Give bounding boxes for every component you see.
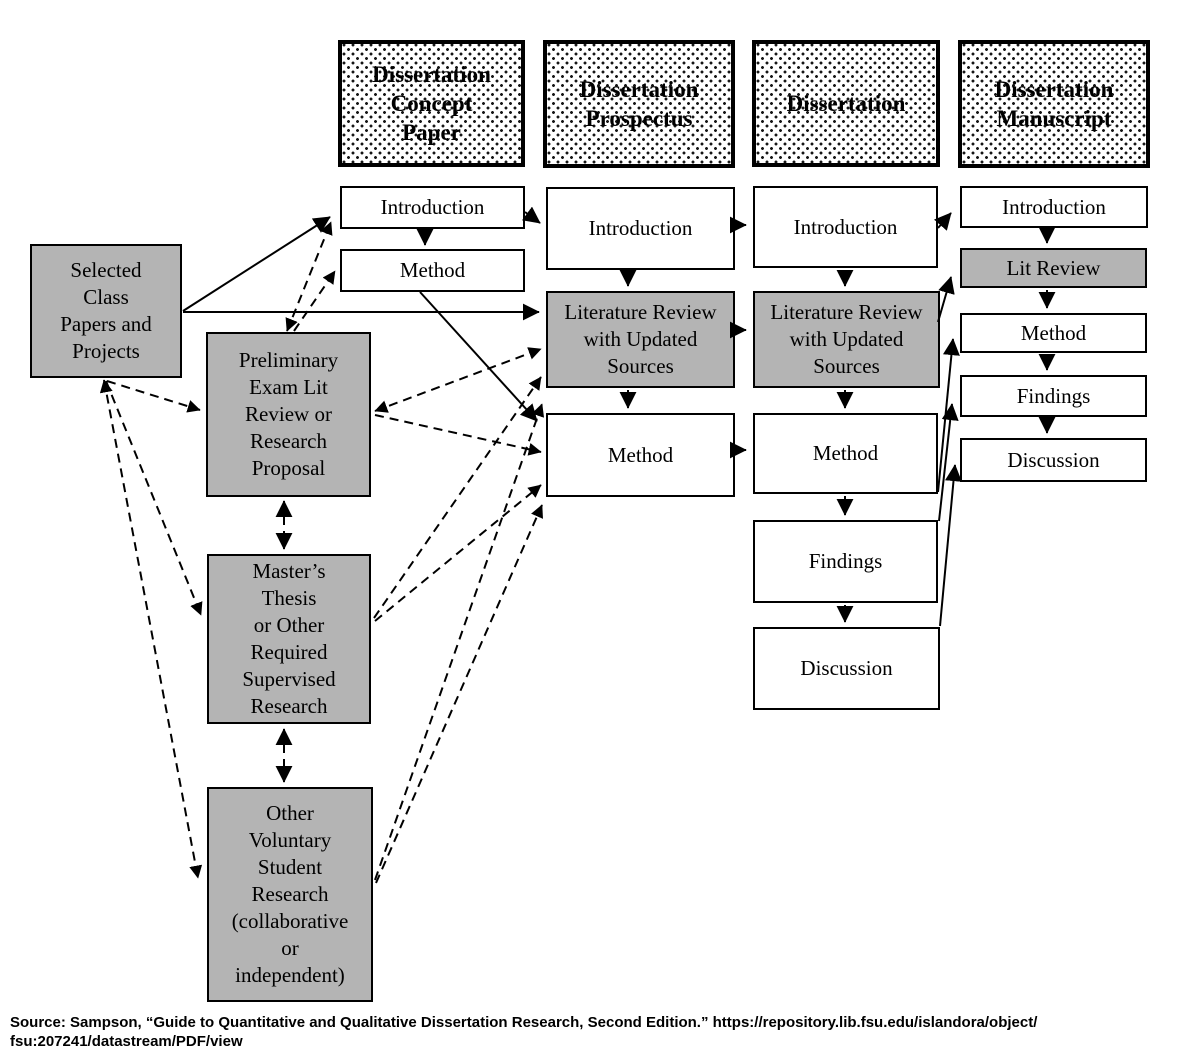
- header-label: Dissertation: [786, 91, 906, 116]
- dissertation-discussion-box: Discussion: [753, 627, 940, 710]
- header-label: Dissertation Concept Paper: [372, 62, 491, 145]
- prospectus-lit-review-box: Literature Review with Updated Sources: [546, 291, 735, 388]
- header-dissertation-manuscript: Dissertation Manuscript: [958, 40, 1150, 168]
- manuscript-lit-review-box: Lit Review: [960, 248, 1147, 288]
- solid-connectors: [182, 206, 1056, 627]
- dissertation-introduction-box: Introduction: [753, 186, 938, 268]
- manuscript-method-box: Method: [960, 313, 1147, 353]
- dashed-connectors: [99, 221, 545, 884]
- box-label: Discussion: [800, 656, 893, 680]
- box-label: Method: [1020, 320, 1087, 345]
- box-preliminary-exam-lit-review: Preliminary Exam Lit Review or Research …: [206, 332, 371, 497]
- box-label: Discussion: [1007, 447, 1100, 472]
- manuscript-discussion-box: Discussion: [960, 438, 1147, 482]
- box-label: Lit Review: [1006, 255, 1101, 280]
- box-label: Introduction: [793, 214, 898, 239]
- prospectus-introduction-box: Introduction: [546, 187, 735, 270]
- box-label: Introduction: [380, 195, 485, 219]
- box-label: Literature Review with Updated Sources: [564, 300, 717, 378]
- box-label: Preliminary Exam Lit Review or Research …: [238, 348, 339, 480]
- box-label: Findings: [1016, 383, 1091, 408]
- box-label: Other Voluntary Student Research (collab…: [231, 801, 349, 987]
- box-other-voluntary-research: Other Voluntary Student Research (collab…: [207, 787, 373, 1002]
- box-label: Selected Class Papers and Projects: [60, 258, 152, 363]
- box-label: Literature Review with Updated Sources: [770, 300, 923, 378]
- box-label: Method: [399, 258, 466, 282]
- box-selected-class-papers: Selected Class Papers and Projects: [30, 244, 182, 378]
- header-dissertation-concept-paper: Dissertation Concept Paper: [338, 40, 525, 167]
- source-note: Source: Sampson, “Guide to Quantitative …: [10, 1014, 1038, 1050]
- dissertation-method-box: Method: [753, 413, 938, 494]
- dissertation-lit-review-box: Literature Review with Updated Sources: [753, 291, 940, 388]
- concept-introduction-box: Introduction: [340, 186, 525, 229]
- box-label: Introduction: [1002, 194, 1106, 219]
- box-label: Method: [812, 441, 879, 465]
- manuscript-findings-box: Findings: [960, 375, 1147, 417]
- header-label: Dissertation Prospectus: [579, 77, 699, 131]
- header-dissertation: Dissertation: [752, 40, 940, 167]
- box-masters-thesis: Master’s Thesis or Other Required Superv…: [207, 554, 371, 724]
- header-dissertation-prospectus: Dissertation Prospectus: [543, 40, 735, 168]
- header-label: Dissertation Manuscript: [994, 77, 1114, 131]
- box-label: Findings: [808, 549, 883, 573]
- concept-method-box: Method: [340, 249, 525, 292]
- box-label: Method: [607, 442, 674, 467]
- dissertation-findings-box: Findings: [753, 520, 938, 603]
- box-label: Introduction: [588, 216, 693, 240]
- box-label: Master’s Thesis or Other Required Superv…: [242, 559, 336, 718]
- prospectus-method-box: Method: [546, 413, 735, 497]
